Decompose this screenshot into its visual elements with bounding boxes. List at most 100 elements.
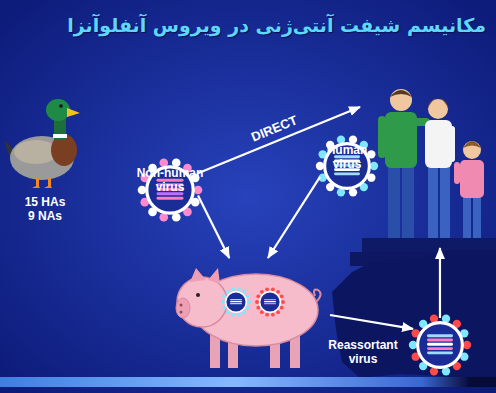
node-label: Non-human virus bbox=[125, 166, 215, 194]
arrow-connector bbox=[439, 248, 441, 318]
pig-avian-virus-part bbox=[265, 313, 269, 317]
family-illustration-part bbox=[427, 98, 449, 110]
family-illustration-part bbox=[428, 165, 438, 238]
pig-avian-virus-part bbox=[260, 290, 264, 294]
duck-illustration-part bbox=[46, 99, 70, 121]
pig-avian-virus-part bbox=[264, 301, 276, 302]
family-illustration-part bbox=[390, 90, 412, 97]
pig-avian-virus-part bbox=[264, 303, 276, 304]
family-illustration-part bbox=[449, 126, 455, 162]
duck-illustration-part bbox=[59, 104, 63, 108]
pig-avian-virus-part bbox=[276, 310, 280, 314]
pig-illustration-part bbox=[180, 311, 183, 314]
title-bar-bottom-part bbox=[0, 377, 468, 387]
human-virus-particle bbox=[316, 136, 378, 197]
family-illustration-part bbox=[463, 141, 481, 148]
duck-host: 15 HAs 9 NAs bbox=[10, 85, 82, 193]
pig-illustration-part bbox=[177, 277, 227, 327]
pig-human-virus-part bbox=[231, 287, 235, 291]
family-illustration-part bbox=[463, 141, 481, 159]
pig-human-virus-part bbox=[237, 287, 241, 291]
pig-human-virus-part bbox=[226, 290, 230, 294]
pig-human-virus-part bbox=[230, 303, 242, 304]
pig-human-virus-part bbox=[246, 294, 250, 298]
pig-illustration-part bbox=[190, 268, 220, 284]
pig-human-virus-part bbox=[247, 300, 251, 304]
pig-human-virus-part bbox=[231, 313, 235, 317]
edge-label-anchor: DIRECT bbox=[249, 113, 299, 145]
pig-illustration bbox=[176, 268, 321, 368]
non-human-virus: Non-human virus bbox=[142, 162, 198, 218]
pig-illustration-part bbox=[314, 290, 321, 302]
pig-human-virus-part bbox=[246, 306, 250, 310]
family-illustration-part bbox=[454, 162, 460, 184]
duck-illustration bbox=[4, 99, 80, 188]
family-illustration-part bbox=[440, 165, 450, 238]
edge-label: DIRECT bbox=[249, 113, 299, 145]
family-illustration-part bbox=[473, 194, 481, 238]
duck-illustration-part bbox=[32, 185, 52, 188]
pig-human-virus-part bbox=[221, 300, 225, 304]
pig-human-virus-part bbox=[222, 294, 226, 298]
pig-human-virus-part bbox=[242, 290, 246, 294]
family-illustration-part bbox=[428, 99, 448, 119]
pig-human-virus-part bbox=[226, 310, 230, 314]
family-illustration-part bbox=[385, 112, 417, 168]
family-illustration-part bbox=[388, 165, 400, 238]
pig-avian-virus-part bbox=[281, 300, 285, 304]
human-virus: Human virus bbox=[320, 139, 374, 193]
pig-avian-virus-part bbox=[260, 310, 264, 314]
pig-human-virus bbox=[221, 287, 251, 316]
reassortant-virus-particle-part bbox=[409, 341, 417, 349]
node-label: Human virus bbox=[320, 143, 374, 171]
pig-avian-virus-part bbox=[280, 294, 284, 298]
pig-illustration-part bbox=[176, 298, 190, 318]
pig-host bbox=[175, 258, 330, 372]
pig-human-virus-part bbox=[230, 299, 242, 300]
family-illustration-part bbox=[402, 165, 414, 238]
slide-title: مکانیسم شیفت آنتی‌ژنی در ویروس آنفلوآنزا bbox=[67, 12, 486, 38]
reassortant-virus-particle bbox=[409, 315, 471, 376]
pig-avian-virus-part bbox=[256, 306, 260, 310]
family-illustration-part bbox=[460, 160, 484, 198]
reassortant-virus-particle-part bbox=[427, 343, 453, 346]
pig-avian-virus-part bbox=[255, 300, 259, 304]
pig-human-virus-part bbox=[222, 306, 226, 310]
family-illustration-part bbox=[378, 116, 386, 158]
non-human-virus-particle-part bbox=[138, 186, 147, 195]
pig-avian-virus-part bbox=[280, 306, 284, 310]
non-human-virus-particle-part bbox=[194, 186, 203, 195]
reassortant-virus-particle-part bbox=[427, 351, 453, 354]
family-illustration-part bbox=[463, 194, 471, 238]
human-virus-particle-part bbox=[370, 162, 378, 170]
pig-avian-virus-part bbox=[264, 299, 276, 300]
duck-illustration-part bbox=[53, 134, 67, 138]
node-label: Reassortant virus bbox=[321, 338, 405, 366]
human-virus-particle-part bbox=[334, 172, 360, 175]
duck-illustration-part bbox=[67, 108, 80, 117]
pig-human-virus-part bbox=[226, 292, 247, 313]
reassortant-virus-particle-part bbox=[418, 323, 463, 368]
asia-map-part bbox=[362, 238, 496, 252]
pig-avian-virus-part bbox=[271, 287, 275, 291]
reassortant-virus-particle-part bbox=[463, 341, 471, 349]
pig-human-virus-part bbox=[237, 313, 241, 317]
pig-illustration-part bbox=[180, 304, 183, 307]
duck-illustration-part bbox=[54, 118, 66, 140]
family-illustration-part bbox=[425, 120, 452, 168]
title-bar-bottom-part bbox=[468, 377, 496, 387]
pig-human-virus-part bbox=[230, 301, 242, 302]
title-bar-bottom bbox=[0, 377, 496, 387]
pig-avian-virus-part bbox=[256, 294, 260, 298]
family-illustration bbox=[378, 89, 484, 238]
pig-human-virus-part bbox=[242, 310, 246, 314]
arrow-connector bbox=[198, 196, 229, 258]
human-family bbox=[360, 82, 490, 248]
non-human-virus-particle-part bbox=[157, 197, 184, 200]
human-virus-particle-part bbox=[316, 162, 324, 170]
